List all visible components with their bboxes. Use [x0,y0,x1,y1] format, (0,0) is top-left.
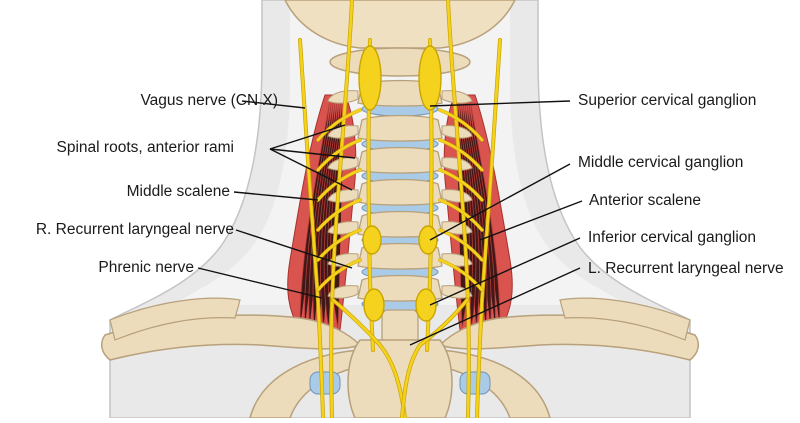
label-middle-cervical-ganglion: Middle cervical ganglion [578,154,743,172]
vertebral-body [358,148,442,174]
ganglion [359,46,381,110]
ganglion [364,289,384,321]
label-vagus-nerve: Vagus nerve (CN X) [140,92,278,110]
label-middle-scalene: Middle scalene [127,183,230,201]
label-superior-cervical-ganglion: Superior cervical ganglion [578,92,756,110]
costal-cartilage-left [310,372,340,394]
ganglion [416,289,436,321]
label-phrenic-nerve: Phrenic nerve [98,259,194,277]
label-inferior-cervical-ganglion: Inferior cervical ganglion [588,229,756,247]
ganglion [363,226,381,254]
label-spinal-roots: Spinal roots, anterior rami [57,139,234,157]
label-anterior-scalene: Anterior scalene [589,192,701,210]
ganglion [419,226,437,254]
costal-cartilage-right [460,372,490,394]
ganglion [419,46,441,110]
label-l-recurrent-laryngeal: L. Recurrent laryngeal nerve [588,260,784,278]
atlas-vertebra [330,48,470,76]
manubrium [348,340,452,418]
label-r-recurrent-laryngeal: R. Recurrent laryngeal nerve [36,221,234,239]
